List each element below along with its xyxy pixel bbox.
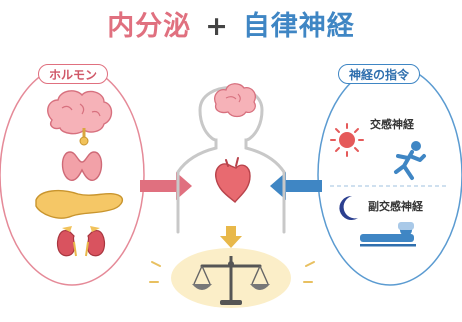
nerve-arrow: [270, 172, 322, 200]
pancreas-icon: [35, 189, 124, 219]
balance-scale-icon: [149, 248, 315, 308]
heart-icon: [215, 157, 251, 203]
title-endocrine: 内分泌: [107, 11, 192, 42]
nerve-command-tag: 神経の指令: [338, 64, 421, 84]
down-arrow: [220, 226, 242, 248]
title-autonomic-nerves: 自律神経: [242, 11, 355, 42]
sympathetic-label: 交感神経: [370, 118, 414, 131]
lying-person-icon: [360, 222, 416, 247]
moon-icon: [339, 195, 358, 220]
nerve-panel: [317, 64, 462, 286]
running-person-icon: [394, 141, 426, 180]
kidneys-adrenal-icon: [56, 226, 106, 257]
page-title: 内分泌 + 自律神経: [0, 4, 462, 43]
brain-icon: [214, 83, 256, 118]
title-plus: +: [205, 11, 229, 42]
sun-icon: [330, 123, 364, 157]
hormone-tag: ホルモン: [38, 64, 109, 84]
brain-pituitary-icon: [47, 90, 113, 146]
human-silhouette-icon: [176, 86, 286, 234]
parasympathetic-label: 副交感神経: [368, 200, 423, 213]
hormone-arrow: [140, 172, 192, 200]
thyroid-icon: [61, 151, 103, 182]
